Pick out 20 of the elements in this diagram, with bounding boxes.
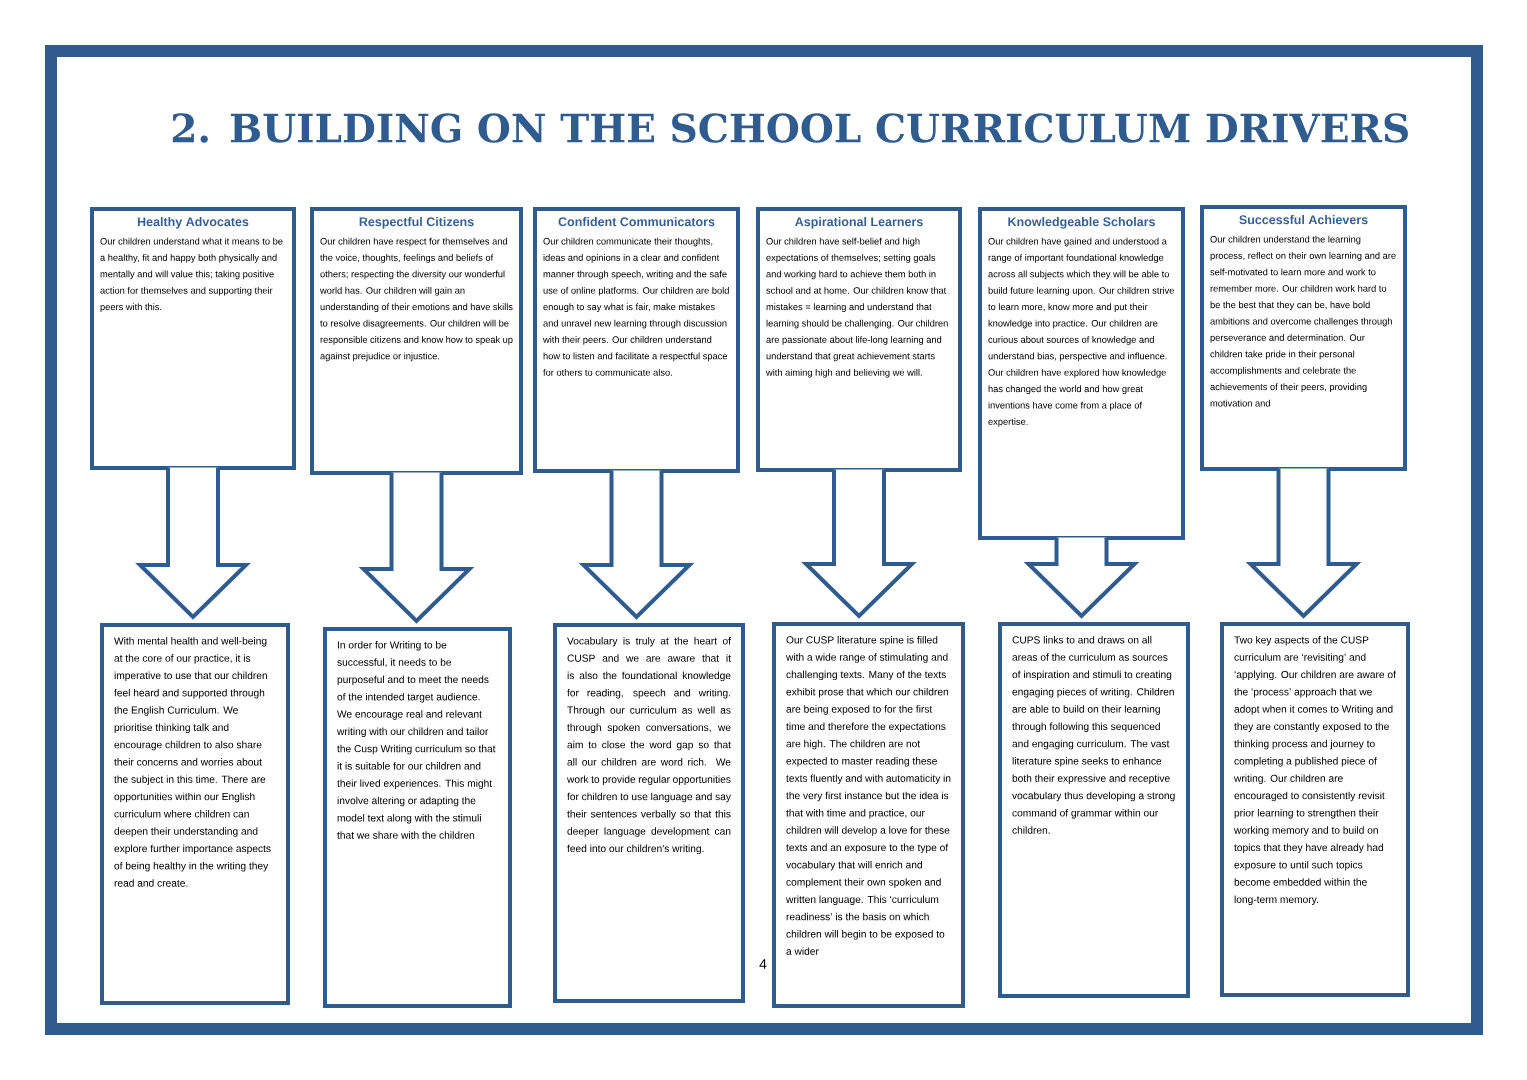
- text-box: Vocabulary is truly at the heart of CUSP and we are aware that it is also the foundational knowledge for reading, speech and writing. Through our curriculum as well as through spoken conversations, we aim to close the word gap so that all our children are word rich. We work to provide regular opportunities for children to use language and say their sentences verbally so that this deeper language development can feed into our children's writing.: [553, 623, 745, 1003]
- driver-box: Knowledgeable Scholars Our children have gained and understood a range of important foundational knowledge across all subjects which they will be able to build future learning upon. Our children strive to learn more, know more and put their knowledge into practice. Our children are curious about sources of knowledge and understand bias, perspective and influence. Our children have explored how knowledge has changed the world and how great inventions have come from a place of expertise.: [978, 207, 1185, 540]
- text-box: CUPS links to and draws on all areas of the curriculum as sources of inspiration and stimuli to creating engaging pieces of writing. Children are able to build on their learning through following this sequenced and engaging curriculum. The vast literature spine seeks to enhance both their expressive and receptive vocabulary thus developing a strong command of grammar within our children.: [998, 622, 1190, 998]
- block-arrow: [1245, 466, 1362, 619]
- text-box: Two key aspects of the CUSP curriculum are ‘revisiting’ and ‘applying. Our children are aware of the ‘process’ approach that we adopt when it comes to Writing and they are constantly exposed to the thinking process and journey to completing a published piece of writing. Our children are encouraged to consistently revisit prior learning to strengthen their working memory and to build on topics that they have already had exposure to until such topics become embedded within the long-term memory.: [1220, 622, 1410, 997]
- driver-box: Successful Achievers Our children understand the learning process, reflect on their own learning and are self-motivated to learn more and work to remember more. Our children work hard to be the best that they can be, have bold ambitions and overcome challenges through perseverance and determination. Our children take pride in their personal accomplishments and celebrate the achievements of their peers, providing motivation and: [1200, 205, 1407, 471]
- driver-box: Aspirational Learners Our children have self-belief and high expectations of themselves; setting goals and working hard to achieve them both in school and at home. Our children know that mistakes = learning and understand that learning should be challenging. Our children are passionate about life-long learning and understand that great achievement starts with aiming high and believing we will.: [756, 207, 962, 472]
- page-number: 4: [759, 959, 767, 969]
- text-box: With mental health and well-being at the core of our practice, it is imperative to use that our children feel heard and supported through the English Curriculum. We prioritise thinking talk and encourage children to also share their concerns and worries about the subject in this time. There are opportunities within our English curriculum where children can deepen their understanding and explore further importance aspects of being healthy in the writing they read and create.: [100, 623, 290, 1005]
- text-box: Our CUSP literature spine is filled with a wide range of stimulating and challenging texts. Many of the texts exhibit prose that which our children are being exposed to for the first time and therefore the expectations are high. The children are not expected to master reading these texts fluently and with automaticity in the very first instance but the idea is that with time and practice, our children will develop a love for these texts and an exposure to the type of vocabulary that will enrich and complement their own spoken and written language. This ‘curriculum readiness’ is the basis on which children will begin to be exposed to a wider: [772, 622, 965, 1008]
- block-arrow: [801, 467, 917, 619]
- text-box: In order for Writing to be successful, it needs to be purposeful and to meet the needs of the intended target audience. We encourage real and relevant writing with our children and tailor the Cusp Writing curriculum so that it is suitable for our children and their lived experiences. This might involve altering or adapting the model text along with the stimuli that we share with the children: [323, 627, 512, 1008]
- block-arrow: [358, 470, 475, 624]
- title: 2. BUILDING ON THE SCHOOL CURRICULUM DRIVERS: [172, 113, 1408, 143]
- block-arrow: [1023, 535, 1140, 619]
- block-arrow: [135, 465, 251, 620]
- driver-box: Confident Communicators Our children communicate their thoughts, ideas and opinions in a clear and confident manner through speech, writing and the safe use of online platforms. Our children are bold enough to say what is fair, make mistakes and unravel new learning through discussion with their peers. Our children understand how to listen and facilitate a respectful space for others to communicate also.: [533, 207, 740, 473]
- driver-box: Healthy Advocates Our children understand what it means to be a healthy, fit and happy both physically and mentally and will value this; taking positive action for themselves and supporting their peers with this.: [90, 207, 296, 470]
- driver-box: Respectful Citizens Our children have respect for themselves and the voice, thoughts, feelings and beliefs of others; respecting the diversity our wonderful world has. Our children will gain an understanding of their emotions and have skills to resolve disagreements. Our children will be responsible citizens and know how to speak up against prejudice or injustice.: [310, 207, 523, 475]
- block-arrow: [578, 468, 695, 620]
